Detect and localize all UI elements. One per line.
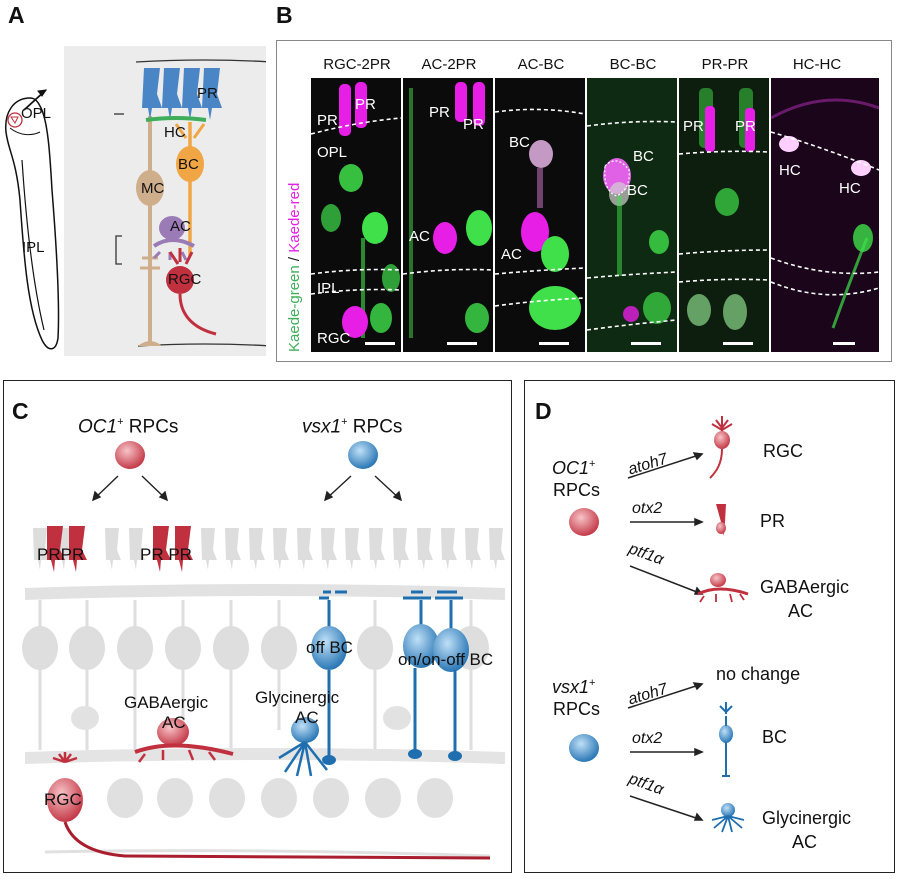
col4-bc-label-2: BC bbox=[627, 182, 648, 199]
d-out-rgc: RGC bbox=[763, 441, 803, 461]
c-rgc-label: RGC bbox=[44, 790, 82, 809]
d-out-gly-2: AC bbox=[792, 832, 818, 852]
ylabel-kaede-green: Kaede-green bbox=[286, 265, 303, 352]
bc-label: BC bbox=[178, 156, 199, 173]
col-header-5: PR-PR bbox=[701, 56, 749, 73]
c-pr-pair-1: PRPR bbox=[37, 545, 85, 564]
d-vsx1-sup: + bbox=[589, 677, 596, 689]
col3-bc-label: BC bbox=[509, 134, 530, 151]
ylabel-kaede-red: Kaede-red bbox=[286, 182, 303, 253]
d-oc1-rpcs: RPCs bbox=[553, 480, 601, 500]
panel-c-letter: C bbox=[12, 398, 29, 424]
col-header-3: AC-BC bbox=[517, 56, 565, 73]
panel-d-frame bbox=[524, 380, 895, 873]
c-vsx1-sup: + bbox=[341, 416, 348, 428]
c-oc1-sup: + bbox=[117, 416, 124, 428]
scale-bar bbox=[631, 342, 661, 345]
retina-schematic bbox=[114, 59, 266, 347]
opl-label: OPL bbox=[21, 105, 52, 122]
ylabel-slash: / bbox=[286, 252, 303, 266]
d-vsx1-rpcs: RPCs bbox=[553, 699, 601, 719]
c-oc1-gene: OC1 bbox=[78, 416, 118, 438]
micrograph-ac-bc: BC AC bbox=[495, 78, 585, 352]
col1-opl-label: OPL bbox=[317, 144, 348, 161]
panel-b-frame bbox=[276, 40, 892, 362]
c-vsx1-rpcs-title: vsx1+ RPCs bbox=[302, 416, 402, 438]
d-out-gaba-1: GABAergic bbox=[760, 577, 850, 597]
col4-bc-label-1: BC bbox=[633, 148, 654, 165]
panel-d-letter: D bbox=[535, 398, 552, 424]
col2-ac-label: AC bbox=[409, 228, 430, 245]
scale-bar bbox=[833, 342, 855, 345]
col1-pr-label-1: PR bbox=[355, 96, 376, 113]
micrograph-ac-2pr: PR PR AC bbox=[403, 78, 493, 352]
pr-label: PR bbox=[197, 85, 218, 102]
col3-ac-label: AC bbox=[501, 246, 522, 263]
rgc-label: RGC bbox=[168, 271, 202, 288]
micrograph-pr-pr: PR PR bbox=[679, 78, 769, 352]
lineage-schematic bbox=[22, 441, 505, 860]
fate-arrows-diagram bbox=[569, 416, 749, 833]
scale-bar bbox=[539, 342, 569, 345]
col6-hc-label-2: HC bbox=[839, 180, 861, 197]
col-header-1: RGC-2PR bbox=[323, 56, 391, 73]
mc-label: MC bbox=[141, 180, 165, 197]
c-off-bc-label: off BC bbox=[306, 638, 353, 657]
c-oc1-rpcs-title: OC1+ RPCs bbox=[78, 416, 178, 438]
col5-pr-label-1: PR bbox=[683, 118, 704, 135]
zebrafish-larva-outline bbox=[5, 89, 60, 350]
d-vsx1-otx2: otx2 bbox=[632, 730, 663, 747]
c-oc1-suffix: RPCs bbox=[123, 416, 179, 438]
c-gaba-label-1: GABAergic bbox=[124, 693, 209, 712]
d-out-bc: BC bbox=[762, 727, 788, 747]
scale-bar bbox=[447, 342, 477, 345]
col5-pr-label-2: PR bbox=[735, 118, 756, 135]
panel-b-ylabel: Kaede-green / Kaede-red bbox=[286, 82, 306, 352]
c-vsx1-gene: vsx1 bbox=[302, 416, 342, 438]
d-vsx1-gene: vsx1 bbox=[552, 677, 590, 697]
c-vsx1-suffix: RPCs bbox=[347, 416, 403, 438]
col1-pr-label-2: PR bbox=[317, 112, 338, 129]
col-header-2: AC-2PR bbox=[421, 56, 477, 73]
c-onoff-bc-label: on/on-off BC bbox=[398, 650, 494, 669]
scale-bar bbox=[365, 342, 395, 345]
c-gly-label-2: AC bbox=[295, 708, 319, 727]
micrograph-bc-bc: BC BC bbox=[587, 78, 677, 352]
d-out-gly-1: Glycinergic bbox=[762, 808, 852, 828]
d-oc1-title: OC1+ bbox=[552, 458, 595, 479]
ipl-label: IPL bbox=[22, 239, 45, 256]
c-gaba-label-2: AC bbox=[162, 713, 186, 732]
micrograph-rgc-2pr: PR PR OPL IPL RGC bbox=[311, 78, 401, 352]
col1-rgc-label: RGC bbox=[317, 330, 351, 347]
d-oc1-sup: + bbox=[589, 458, 596, 470]
col-header-6: HC-HC bbox=[792, 56, 842, 73]
d-vsx1-title: vsx1+ bbox=[552, 677, 595, 698]
c-pr-pair-2: PR PR bbox=[140, 545, 192, 564]
scale-bar bbox=[723, 342, 753, 345]
col2-pr-label-1: PR bbox=[429, 104, 450, 121]
d-oc1-gene: OC1 bbox=[552, 458, 590, 478]
hc-label: HC bbox=[164, 124, 186, 141]
d-oc1-otx2: otx2 bbox=[632, 500, 663, 517]
col2-pr-label-2: PR bbox=[463, 116, 484, 133]
panel-c-frame bbox=[3, 380, 512, 873]
col1-ipl-label: IPL bbox=[317, 280, 340, 297]
d-out-no-change: no change bbox=[716, 664, 801, 684]
panel-a-letter: A bbox=[8, 2, 25, 28]
c-gly-label-1: Glycinergic bbox=[255, 688, 340, 707]
col6-hc-label-1: HC bbox=[779, 162, 801, 179]
d-out-gaba-2: AC bbox=[788, 601, 814, 621]
d-out-pr: PR bbox=[760, 511, 786, 531]
panel-b-letter: B bbox=[276, 2, 293, 28]
micrograph-hc-hc: HC HC bbox=[771, 78, 879, 352]
ac-label: AC bbox=[170, 218, 191, 235]
col-header-4: BC-BC bbox=[609, 56, 657, 73]
